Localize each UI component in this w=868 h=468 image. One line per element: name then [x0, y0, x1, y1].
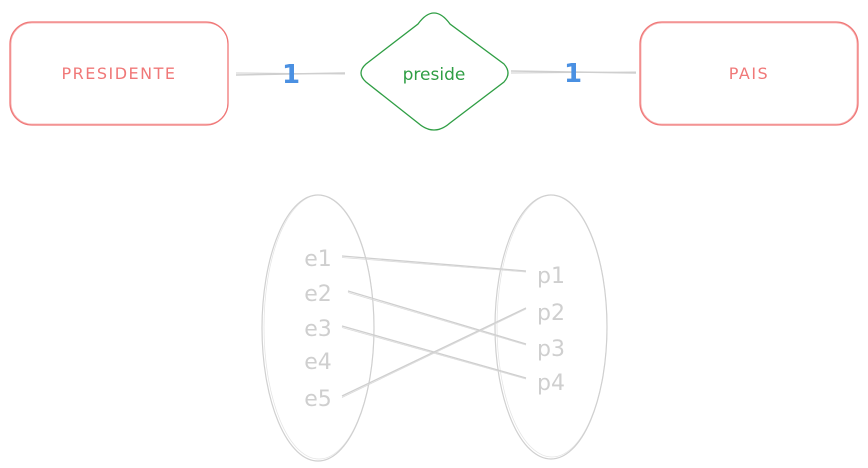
link-e1-p1	[341, 255, 527, 272]
left-item-e1: e1	[304, 247, 332, 272]
left-item-e5: e5	[304, 387, 332, 412]
cardinality-right: 1	[564, 59, 582, 89]
set-left	[261, 194, 375, 462]
right-item-p2: p2	[537, 301, 565, 326]
entity-presidente[interactable]: PRESIDENTE	[9, 21, 229, 126]
set-right	[494, 194, 608, 460]
link-e5-p2-stroke	[341, 308, 527, 398]
connector-right	[510, 70, 637, 74]
connector-left	[235, 72, 346, 76]
entity-label: PRESIDENTE	[61, 64, 176, 83]
link-e1-p1-stroke	[341, 257, 527, 273]
link-e5-p2	[341, 307, 527, 397]
left-item-e3: e3	[304, 317, 332, 342]
entity-label: PAIS	[729, 64, 769, 83]
link-e2-p3	[347, 290, 527, 345]
cardinality-left: 1	[282, 60, 300, 90]
left-set-items: e1 e2 e3 e4 e5	[304, 247, 332, 412]
right-item-p1: p1	[537, 264, 565, 289]
right-set-items: p1 p2 p3 p4	[537, 264, 565, 396]
link-e2-p3-stroke	[347, 292, 527, 346]
relationship-preside[interactable]: preside	[360, 12, 509, 131]
right-item-p4: p4	[537, 371, 565, 396]
entity-pais[interactable]: PAIS	[639, 21, 859, 126]
relationship-label: preside	[403, 65, 466, 85]
left-item-e4: e4	[304, 350, 332, 375]
right-item-p3: p3	[537, 337, 565, 362]
left-item-e2: e2	[304, 282, 332, 307]
mapping-links	[341, 255, 527, 398]
